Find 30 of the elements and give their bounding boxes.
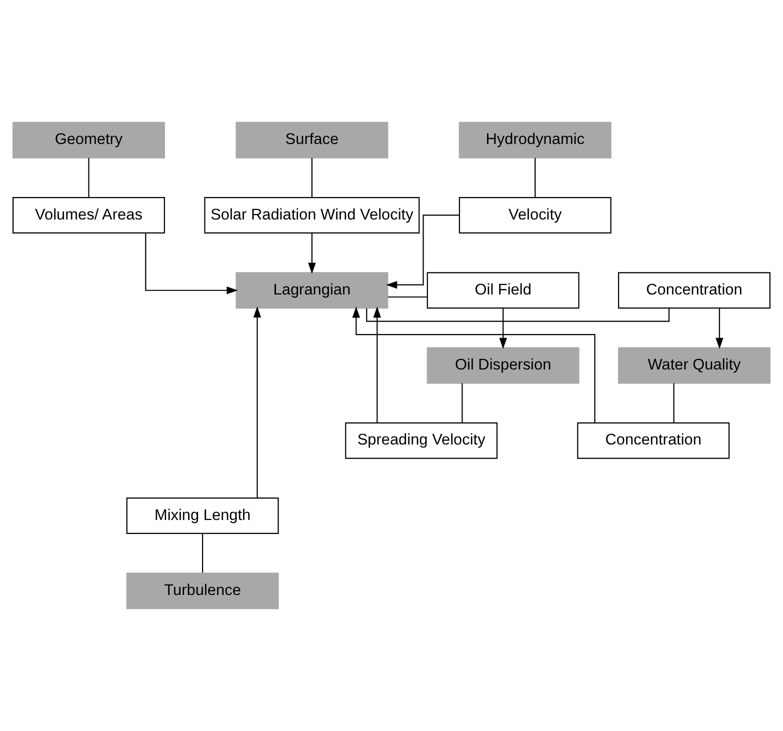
arrow [308, 233, 316, 274]
arrow [716, 308, 724, 349]
node-box: Hydrodynamic [458, 122, 612, 158]
connector [88, 158, 90, 198]
connector [534, 158, 536, 198]
connector [388, 296, 428, 298]
node-box: Oil Dispersion [426, 347, 580, 384]
node-box: Oil Field [426, 272, 580, 309]
arrow [352, 306, 596, 423]
arrow [253, 306, 262, 498]
node-box: Turbulence [126, 572, 279, 610]
connector [462, 383, 463, 422]
node-box: Surface [236, 122, 388, 158]
connector [673, 383, 674, 422]
connector [311, 158, 312, 198]
node-box: Concentration [577, 422, 730, 459]
node-box: Volumes/ Areas [12, 197, 165, 234]
arrow [145, 233, 238, 294]
node-box: Water Quality [618, 347, 770, 384]
node-box: Velocity [458, 197, 612, 234]
node-box: Spreading Velocity [345, 422, 498, 459]
arrow [499, 308, 507, 349]
node-box: Lagrangian [236, 272, 388, 309]
arrow [373, 306, 381, 423]
connector [202, 534, 204, 573]
node-box: Concentration [618, 272, 770, 309]
node-box: Mixing Length [126, 498, 279, 534]
node-box: Geometry [12, 122, 165, 158]
node-box: Solar Radiation Wind Velocity [204, 197, 420, 234]
arrow [386, 214, 460, 289]
